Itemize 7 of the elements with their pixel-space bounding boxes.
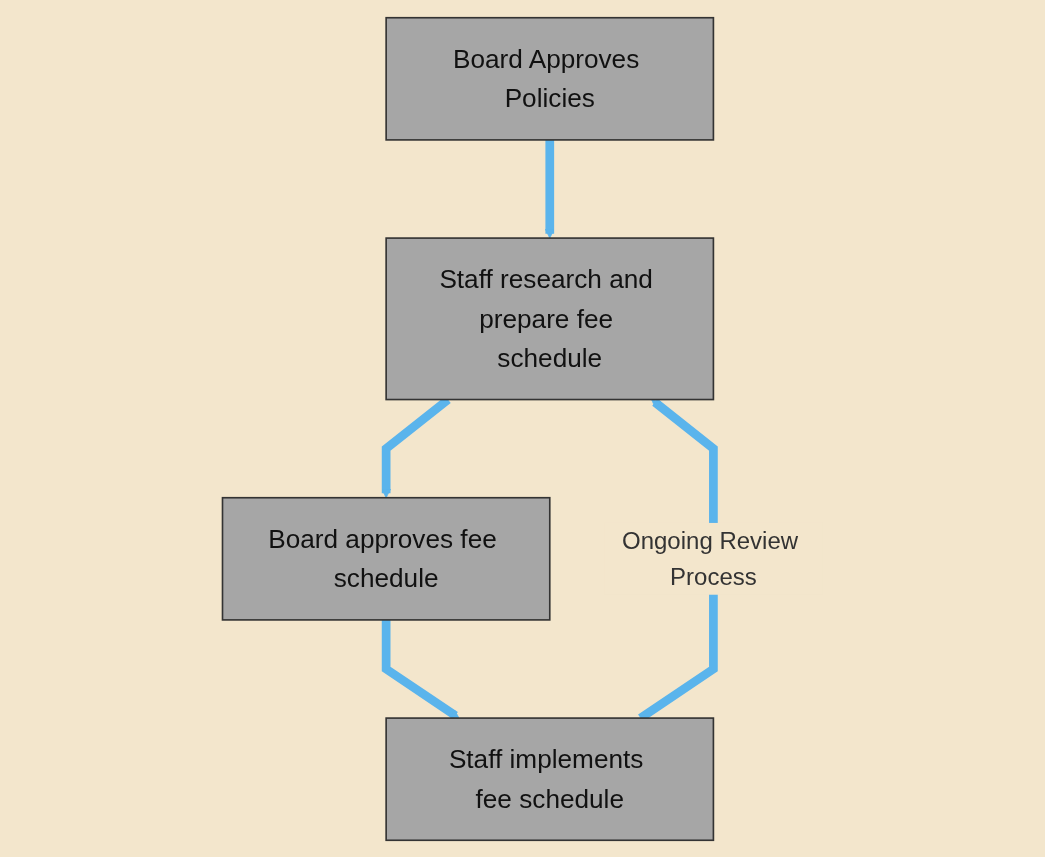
node-box: Staff research and prepare fee schedule <box>385 236 715 400</box>
node-box: Board approves fee schedule <box>221 496 551 621</box>
node-box: Staff implements fee schedule <box>385 716 715 841</box>
arrow <box>544 139 555 239</box>
arrow <box>381 619 460 719</box>
node-box: Board Approves Policies <box>385 16 715 141</box>
edge-label: Ongoing Review Process <box>622 526 799 590</box>
